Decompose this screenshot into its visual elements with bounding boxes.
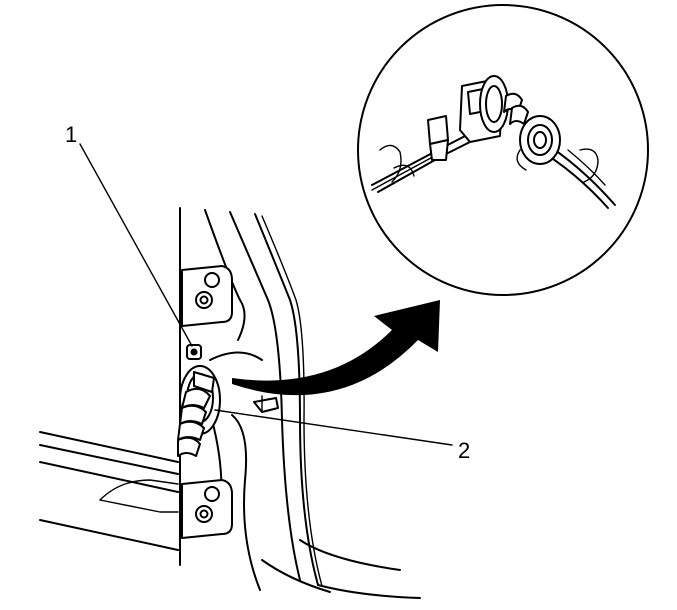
leader-line-1 — [79, 143, 193, 347]
callout-2: 2 — [458, 438, 470, 463]
curved-arrow-icon — [232, 300, 440, 396]
harness-grommet — [177, 365, 221, 457]
panel-clip — [253, 395, 279, 413]
magnified-detail-view — [357, 4, 649, 296]
callout-1: 1 — [65, 122, 77, 147]
leader-line-2 — [214, 409, 453, 446]
fastener-clip — [186, 344, 202, 360]
door-pillar — [179, 207, 421, 599]
lower-hinge — [181, 479, 233, 539]
upper-hinge — [181, 265, 233, 327]
rocker-panel — [39, 431, 179, 551]
